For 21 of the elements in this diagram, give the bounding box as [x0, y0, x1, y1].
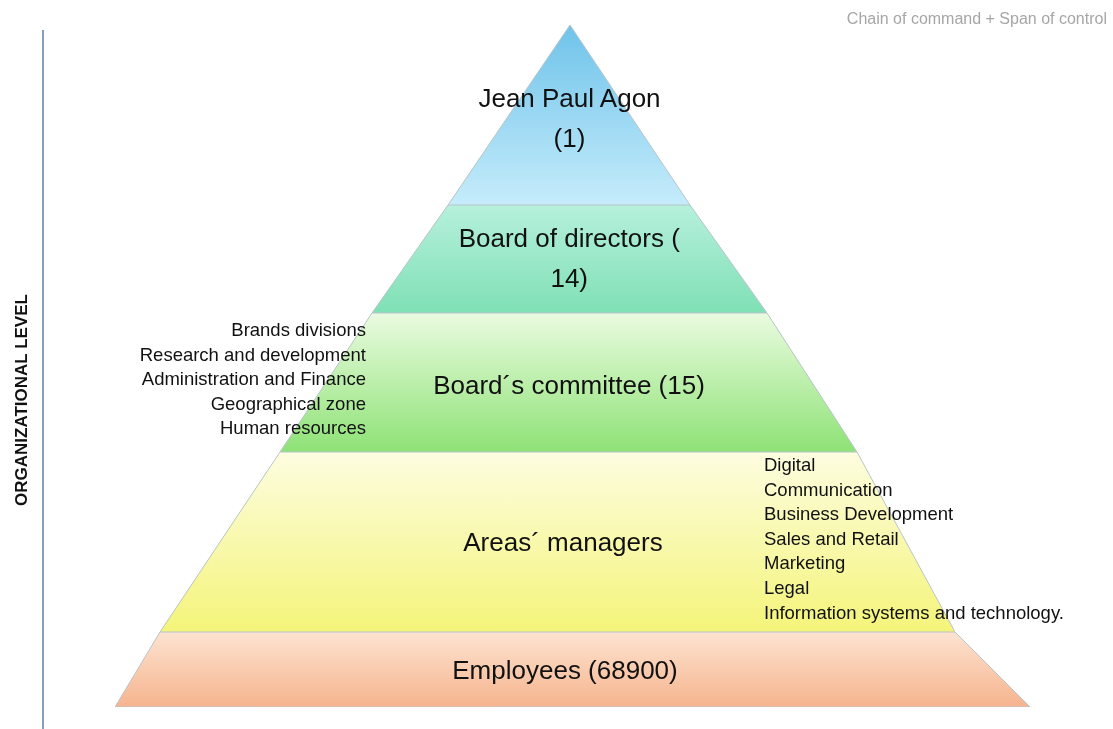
- department-item: Geographical zone: [210, 391, 366, 416]
- department-item: Legal: [764, 576, 810, 600]
- level-title: Jean Paul Agon (1): [477, 82, 662, 156]
- department-item: Research and development: [139, 342, 366, 367]
- pyramid-band: [372, 205, 767, 313]
- department-item: Administration and Finance: [141, 367, 366, 392]
- axis-title: ORGANIZATIONAL LEVEL: [12, 294, 32, 506]
- level-title: Board of directors ( 14): [457, 222, 681, 296]
- department-item: Information systems and technology.: [764, 600, 1064, 625]
- department-item: Sales and Retail: [764, 526, 899, 551]
- department-item: Business Development: [764, 502, 954, 527]
- level-title: Areas´ managers: [462, 526, 664, 559]
- department-item: Digital: [764, 453, 816, 477]
- level-title: Employees (68900): [451, 654, 679, 687]
- department-item: Communication: [764, 477, 893, 502]
- level-title: Board´s committee (15): [432, 369, 706, 402]
- department-item: Brands divisions: [231, 318, 366, 342]
- subtitle: Chain of command + Span of control: [846, 10, 1107, 28]
- apex-band: [448, 25, 690, 205]
- base-band: [115, 632, 1030, 707]
- department-item: Marketing: [764, 551, 846, 576]
